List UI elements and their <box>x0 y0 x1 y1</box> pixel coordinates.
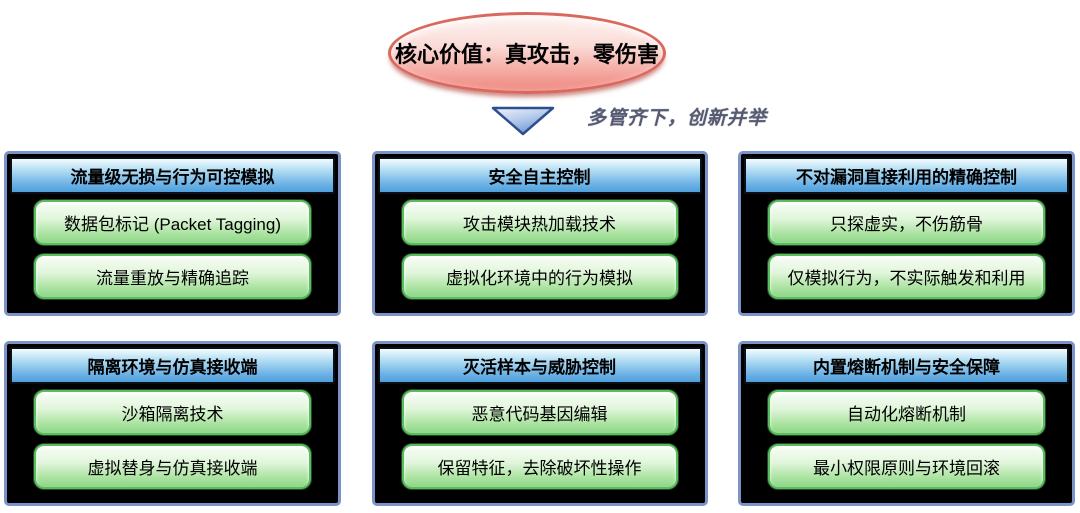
feature-item: 只探虚实，不伤筋骨 <box>768 199 1045 245</box>
feature-box-title: 不对漏洞直接利用的精确控制 <box>744 157 1069 194</box>
core-value-ellipse: 核心价值：真攻击，零伤害 <box>388 12 666 94</box>
feature-item: 恶意代码基因编辑 <box>401 389 678 435</box>
feature-box-body: 恶意代码基因编辑 保留特征，去除破坏性操作 <box>377 385 703 501</box>
feature-box-title: 流量级无损与行为可控模拟 <box>10 157 335 194</box>
feature-box-circuit-breaker: 内置熔断机制与安全保障 自动化熔断机制 最小权限原则与环境回滚 <box>738 341 1075 506</box>
feature-item: 仅模拟行为，不实际触发和利用 <box>768 253 1045 299</box>
feature-grid: 流量级无损与行为可控模拟 数据包标记 (Packet Tagging) 流量重放… <box>4 151 1075 506</box>
tagline-text: 多管齐下，创新并举 <box>587 108 768 129</box>
feature-item: 保留特征，去除破坏性操作 <box>401 443 678 489</box>
feature-item: 自动化熔断机制 <box>768 389 1045 435</box>
feature-box-sample-deactivation: 灭活样本与威胁控制 恶意代码基因编辑 保留特征，去除破坏性操作 <box>371 341 708 506</box>
feature-item: 虚拟替身与仿真接收端 <box>34 443 311 489</box>
feature-item: 最小权限原则与环境回滚 <box>768 443 1045 489</box>
feature-box-title: 内置熔断机制与安全保障 <box>744 347 1069 384</box>
feature-box-body: 攻击模块热加载技术 虚拟化环境中的行为模拟 <box>377 195 703 311</box>
down-triangle-icon <box>491 106 555 136</box>
feature-box-body: 数据包标记 (Packet Tagging) 流量重放与精确追踪 <box>9 195 336 311</box>
feature-item: 攻击模块热加载技术 <box>401 199 678 245</box>
feature-box-body: 沙箱隔离技术 虚拟替身与仿真接收端 <box>9 385 336 501</box>
feature-box-title: 隔离环境与仿真接收端 <box>10 347 335 384</box>
feature-box-traffic-simulation: 流量级无损与行为可控模拟 数据包标记 (Packet Tagging) 流量重放… <box>4 151 341 316</box>
feature-box-body: 自动化熔断机制 最小权限原则与环境回滚 <box>743 385 1070 501</box>
feature-item: 数据包标记 (Packet Tagging) <box>34 199 311 245</box>
feature-item: 沙箱隔离技术 <box>34 389 311 435</box>
feature-box-precise-control: 不对漏洞直接利用的精确控制 只探虚实，不伤筋骨 仅模拟行为，不实际触发和利用 <box>738 151 1075 316</box>
feature-item: 虚拟化环境中的行为模拟 <box>401 253 678 299</box>
feature-box-autonomous-control: 安全自主控制 攻击模块热加载技术 虚拟化环境中的行为模拟 <box>371 151 708 316</box>
feature-box-title: 安全自主控制 <box>377 157 702 194</box>
feature-item: 流量重放与精确追踪 <box>34 253 311 299</box>
feature-box-isolated-environment: 隔离环境与仿真接收端 沙箱隔离技术 虚拟替身与仿真接收端 <box>4 341 341 506</box>
feature-box-body: 只探虚实，不伤筋骨 仅模拟行为，不实际触发和利用 <box>743 195 1070 311</box>
core-value-label: 核心价值：真攻击，零伤害 <box>394 42 659 67</box>
feature-box-title: 灭活样本与威胁控制 <box>377 347 702 384</box>
